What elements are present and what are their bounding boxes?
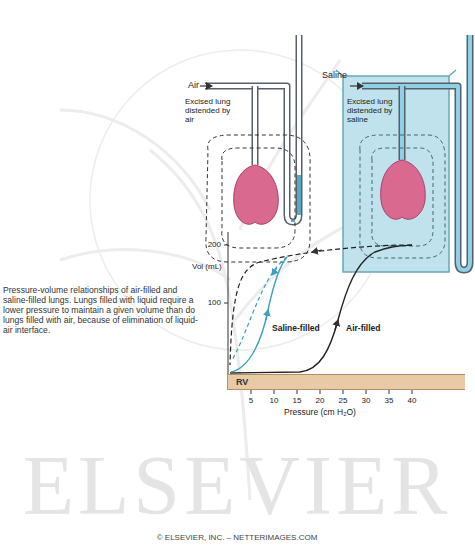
watermark: ELSEVIER: [23, 438, 452, 535]
tick-label: 40: [408, 396, 417, 405]
curve-label: Air-filled: [346, 324, 380, 334]
inlet-label: Saline: [322, 70, 347, 80]
tick-label: 20: [316, 396, 325, 405]
tick-label: 30: [362, 396, 371, 405]
curve-label: Saline-filled: [272, 324, 320, 334]
rv-band: RV: [228, 374, 465, 390]
copyright: © ELSEVIER, INC. – NETTERIMAGES.COM: [157, 533, 318, 542]
background-tree: [60, 50, 400, 500]
tick-label: 5: [249, 396, 253, 405]
inlet-label: Air: [188, 80, 199, 90]
pv-chart: [224, 232, 412, 394]
axis-value: 100: [208, 298, 221, 307]
axis-value: 200: [208, 240, 221, 249]
band-label: RV: [236, 376, 457, 388]
axis-title: Pressure (cm H₂O): [284, 408, 356, 418]
axis-title: Vol (mL): [192, 262, 226, 271]
tick-label: 10: [270, 396, 279, 405]
air-apparatus: [200, 35, 310, 262]
saline-apparatus: [336, 35, 470, 272]
caption: Pressure-volume relationships of air-fil…: [3, 286, 203, 335]
tick-label: 35: [385, 396, 394, 405]
tick-label: 25: [339, 396, 348, 405]
tick-label: 15: [293, 396, 302, 405]
apparatus-label: Excised lung distended by saline: [347, 97, 397, 125]
apparatus-label: Excised lung distended by air: [185, 97, 241, 125]
